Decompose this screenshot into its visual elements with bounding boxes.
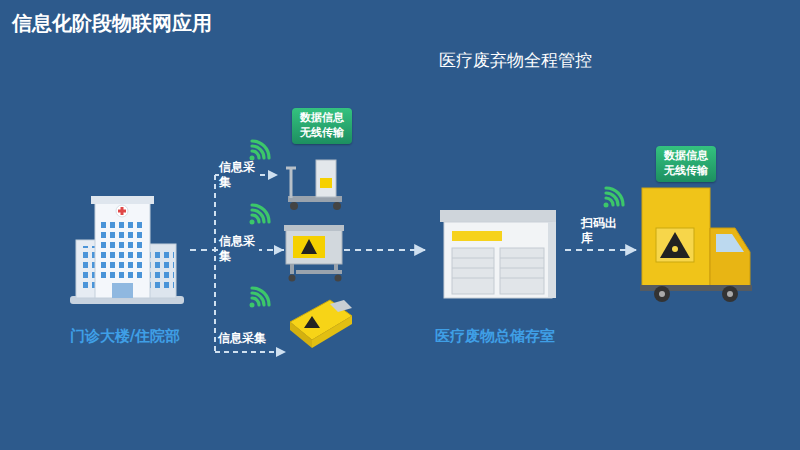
truck-node: 数据信息 无线传输 (636, 146, 760, 302)
wifi-icon (250, 288, 270, 308)
storage-room-part (548, 222, 556, 298)
hospital-building-part (99, 222, 146, 280)
waste-transport-truck-part (660, 232, 690, 258)
branch-label: 信息采集 (218, 331, 266, 346)
wifi-icon-part (250, 220, 255, 225)
waste-bin-cart-part (289, 275, 296, 282)
flow-connector (565, 249, 636, 251)
storage-room-part-part (452, 268, 494, 269)
wifi-icon-part (252, 205, 269, 222)
place-name: 医疗废物总储存室 (435, 327, 555, 350)
sealed-waste-box-part (304, 316, 320, 328)
waste-transport-truck-part (722, 286, 738, 302)
wifi-icon-part (252, 151, 259, 158)
branch-label: 信息采集 (219, 160, 259, 190)
hospital-building-part (91, 196, 154, 204)
storage-room-part-part (500, 258, 544, 259)
wireless-badge: 数据信息 无线传输 (656, 146, 716, 182)
storage-room-part (452, 231, 502, 241)
storage-room-part (500, 248, 544, 294)
collection-trolley-part (290, 168, 293, 198)
waste-bin-cart-part (335, 275, 342, 282)
waste-transport-truck-part (656, 228, 694, 262)
storage-room-part-part (452, 258, 494, 259)
place-name: 门诊大楼/住院部 (70, 327, 180, 350)
branch-lines-part (214, 175, 216, 352)
collection-trolley-part (333, 202, 341, 210)
wifi-icon (604, 188, 624, 208)
storage-room-part (444, 222, 552, 298)
storage-room-part-part (500, 278, 544, 279)
waste-transport-truck (640, 188, 752, 302)
hospital-building-part (95, 202, 150, 298)
edge-label: 扫码出库 (581, 216, 621, 246)
sealed-waste-box-part (330, 300, 352, 312)
branch-arrowheads-part (268, 170, 278, 180)
waste-bin-cart-part (290, 264, 294, 274)
collection-trolley-part (290, 202, 298, 210)
wifi-icon-part (604, 203, 609, 208)
waste-transport-truck-part (716, 234, 744, 252)
branch-lines-part (215, 351, 278, 353)
storage-room-part (452, 258, 544, 278)
page-title: 信息化阶段物联网应用 (12, 10, 212, 37)
waste-transport-truck-part (642, 188, 710, 286)
storage-node: 医疗废物总储存室 (425, 205, 565, 350)
wifi-icon-part (252, 146, 264, 158)
wifi-icon-part (252, 298, 259, 305)
waste-bin-cart-part (286, 228, 342, 264)
wifi-icon-part (252, 141, 269, 158)
collection-trolley-part (320, 178, 332, 188)
waste-bin-cart-part (301, 239, 317, 254)
wifi-icon (250, 205, 270, 225)
branch-lines (215, 175, 278, 352)
badge-text: 数据信息 无线传输 (662, 149, 710, 179)
building-node: 门诊大楼/住院部 (60, 185, 190, 350)
waste-bin-cart-part (293, 236, 325, 258)
storage-room-part-part (452, 278, 494, 279)
branch-arrowheads (268, 170, 286, 357)
branch-arrowheads-part (276, 347, 286, 357)
hospital-building (70, 196, 184, 304)
branch-arrowheads-part (274, 245, 284, 255)
storage-room-part (452, 248, 494, 294)
wifi-icon-part (252, 293, 264, 305)
wireless-badge: 数据信息 无线传输 (292, 108, 352, 144)
wifi-icon-part (252, 215, 259, 222)
hospital-building-part (112, 283, 133, 298)
waste-transport-truck-part (727, 291, 733, 297)
badge-text: 数据信息 无线传输 (298, 111, 346, 141)
waste-transport-truck-part (672, 246, 678, 252)
collection-trolley-part (286, 167, 296, 170)
sealed-waste-box (290, 300, 352, 348)
wifi-icon-part (252, 210, 264, 222)
wifi-icon-part (606, 188, 623, 205)
hospital-building-part (147, 250, 174, 292)
collection-trolley (286, 160, 342, 210)
storage-room-part (440, 210, 556, 222)
waste-bin-cart (284, 225, 344, 282)
wifi-icon-part (606, 193, 618, 205)
waste-transport-truck-part (659, 291, 665, 297)
wifi-icon-part (252, 288, 269, 305)
sealed-waste-box-part (312, 316, 352, 348)
wifi-icon (250, 141, 270, 161)
storage-room (440, 210, 556, 298)
collection-trolley-part (316, 160, 336, 197)
wifi-icon-part (250, 303, 255, 308)
waste-transport-truck-part (654, 286, 670, 302)
hospital-building-part (118, 210, 126, 213)
waste-bin-cart-part (296, 270, 342, 274)
waste-bin-cart-part (284, 225, 344, 231)
wifi-icon-part (606, 198, 613, 205)
hospital-building-part (116, 205, 128, 217)
subtitle: 医疗废弃物全程管控 (415, 50, 615, 71)
storage-room-part-part (500, 268, 544, 269)
waste-transport-truck-part (710, 228, 750, 288)
branch-label: 信息采集 (219, 234, 259, 264)
